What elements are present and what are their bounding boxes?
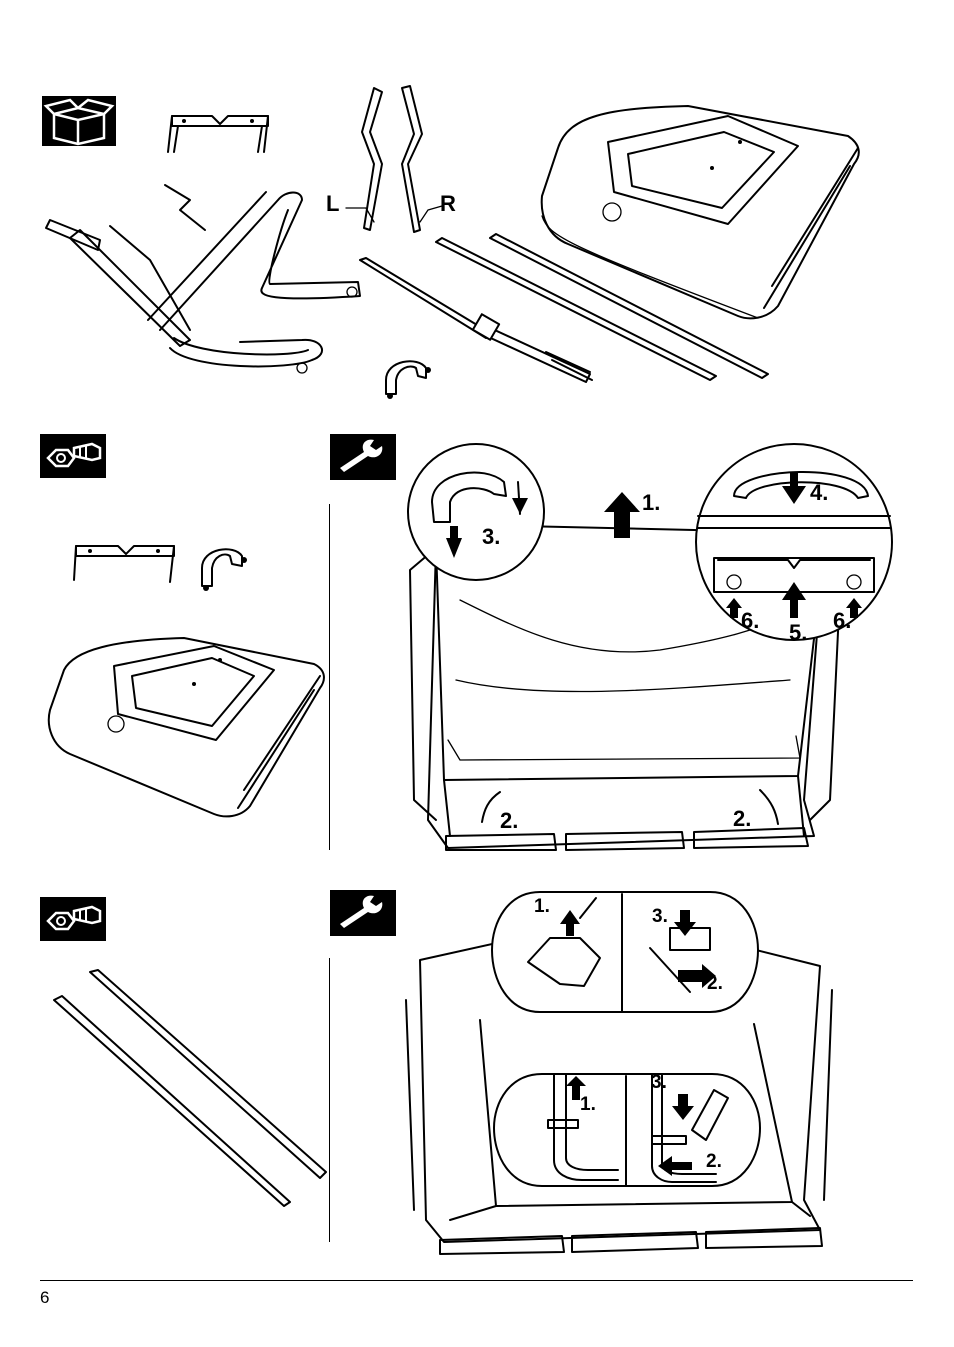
wrench-icon <box>330 434 396 480</box>
hinge-pin-callout-bottom <box>492 1070 762 1190</box>
bottom-step-2-label: 2. <box>706 1152 722 1171</box>
page-number: 6 <box>40 1288 49 1308</box>
box-contents-icon <box>42 96 116 146</box>
top-step-2-label: 2. <box>707 974 723 993</box>
hardware-clip-drawing <box>194 538 250 594</box>
grass-catcher-left-drawing <box>44 630 334 820</box>
step-3-label: 3. <box>482 526 500 548</box>
step-4-label: 4. <box>810 482 828 504</box>
step-1-label: 1. <box>642 492 660 514</box>
left-tube-label: L <box>326 193 339 215</box>
step-6-right-label: 6. <box>833 610 851 632</box>
cable-guide-clip-drawing <box>378 350 438 400</box>
clip-callout-circle <box>406 442 546 582</box>
bracket-callout-circle <box>694 442 894 642</box>
top-step-3-label: 3. <box>652 907 668 926</box>
mounting-bracket-drawing <box>164 108 274 158</box>
hardware-bolt-nut-icon <box>40 434 106 478</box>
step-2-right-label: 2. <box>733 808 751 830</box>
hinge-pin-callout-top <box>490 888 760 1018</box>
wrench-icon-2 <box>330 890 396 936</box>
hardware-bolt-nut-icon-2 <box>40 897 106 941</box>
bottom-step-3-label: 3. <box>651 1073 667 1092</box>
top-step-1-label: 1. <box>534 897 550 916</box>
up-arrow-1 <box>602 490 642 540</box>
step-2-left-label: 2. <box>500 810 518 832</box>
bottom-step-1-label: 1. <box>580 1095 596 1114</box>
divider-line-2 <box>329 958 330 1242</box>
hardware-bracket-drawing <box>70 538 180 588</box>
footer-rule <box>40 1280 913 1281</box>
divider-line <box>329 504 330 850</box>
grass-catcher-bag-drawing <box>528 96 868 326</box>
step-5-label: 5. <box>789 622 807 644</box>
step-6-left-label: 6. <box>741 610 759 632</box>
cross-tubes-drawing-2 <box>50 968 340 1208</box>
